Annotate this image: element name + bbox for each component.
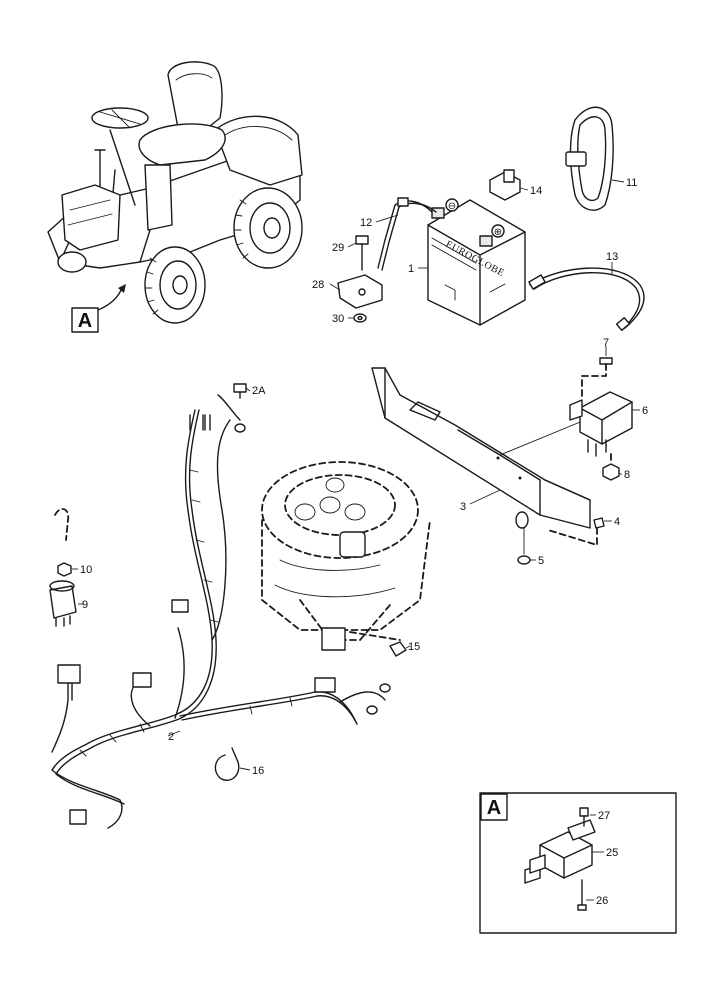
callout-7: 7 xyxy=(603,337,609,349)
callout-14: 14 xyxy=(530,185,542,197)
battery-cable-negative xyxy=(377,200,433,269)
callout-10: 10 xyxy=(80,564,92,576)
callout-2a: 2A xyxy=(252,385,266,397)
callout-1: 1 xyxy=(408,263,414,275)
callout-15: 15 xyxy=(408,641,420,653)
detail-a-leader xyxy=(97,287,123,311)
detail-a-marker-box xyxy=(71,307,99,333)
callout-6: 6 xyxy=(642,405,648,417)
starter-relay xyxy=(569,391,633,457)
negative-terminal-icon xyxy=(431,207,445,219)
connector-icon xyxy=(171,599,189,613)
callout-29: 29 xyxy=(332,242,344,254)
front-wheel-icon xyxy=(144,246,206,324)
rear-wheel-icon xyxy=(233,187,303,269)
connector-icon xyxy=(132,672,152,688)
negative-symbol: ⊖ xyxy=(448,201,456,212)
ground-bolt xyxy=(389,641,407,657)
positive-symbol: ⊕ xyxy=(494,227,502,238)
callout-5: 5 xyxy=(538,555,544,567)
relay-mount-line xyxy=(499,419,586,456)
callout-25: 25 xyxy=(606,847,618,859)
detail-a-view: A xyxy=(479,792,677,934)
callout-27: 27 xyxy=(598,810,610,822)
callout-26: 26 xyxy=(596,895,608,907)
callout-3: 3 xyxy=(460,501,466,513)
engine-outline xyxy=(261,461,431,651)
battery-illustration: EUROGLOBE ⊖ ⊕ xyxy=(427,198,526,326)
callout-9: 9 xyxy=(82,599,88,611)
callout-4: 4 xyxy=(614,516,620,528)
connector-icon xyxy=(314,677,336,693)
callout-11: 11 xyxy=(626,177,637,189)
positive-terminal-icon xyxy=(479,235,493,247)
detail-a-marker-label: A xyxy=(78,310,92,332)
battery-cable-positive xyxy=(529,267,645,329)
callout-leaders xyxy=(72,179,640,901)
connector-icon xyxy=(57,664,81,684)
ignition-switch xyxy=(49,508,77,627)
callout-8: 8 xyxy=(624,469,630,481)
callout-13: 13 xyxy=(606,251,618,263)
callout-28: 28 xyxy=(312,279,324,291)
wiring-harness xyxy=(51,387,386,829)
callout-30: 30 xyxy=(332,313,344,325)
battery-strap xyxy=(565,106,614,211)
switch-nut xyxy=(57,562,72,577)
detail-a-box-label: A xyxy=(487,797,501,819)
callout-16: 16 xyxy=(252,765,264,777)
callout-2: 2 xyxy=(168,731,174,743)
cable-clip xyxy=(214,747,240,781)
terminal-cap xyxy=(489,169,521,201)
battery-tray-plate xyxy=(371,367,591,529)
ground-bracket xyxy=(337,274,383,309)
rider-mower-illustration: A xyxy=(47,61,303,333)
callout-12: 12 xyxy=(360,217,372,229)
connector-icon xyxy=(69,809,87,825)
connector-2a-icon xyxy=(233,383,247,393)
